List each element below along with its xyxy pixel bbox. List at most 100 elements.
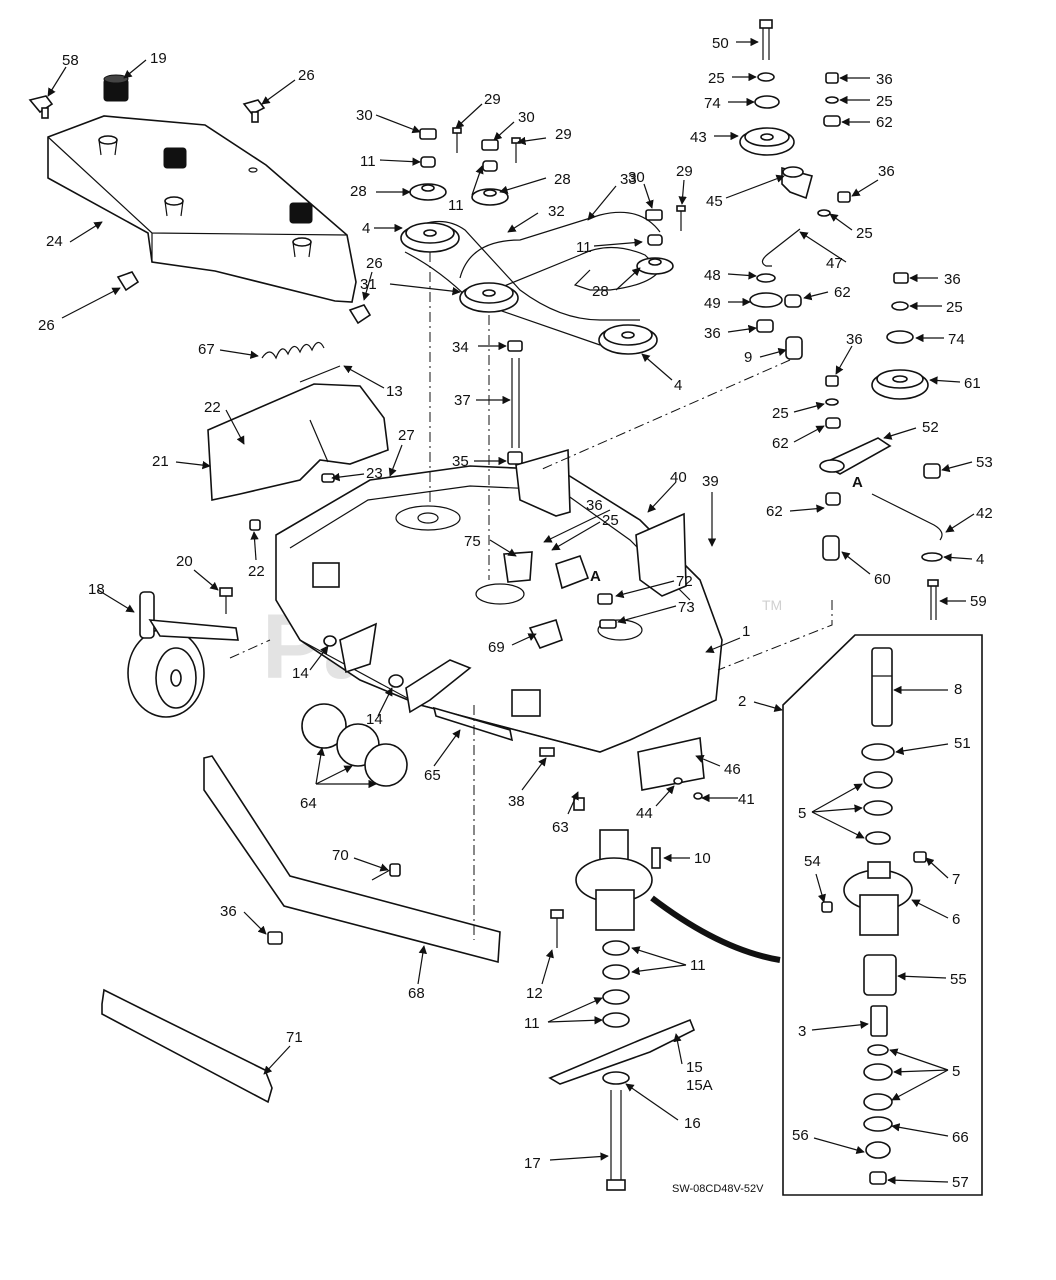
baffle-68[interactable] [203, 755, 501, 964]
callout-26[interactable]: 26 [38, 317, 55, 334]
callout-1[interactable]: 1 [742, 623, 750, 640]
callout-36[interactable]: 36 [944, 271, 961, 288]
rod-42[interactable] [871, 493, 943, 541]
axle-rod-65[interactable] [432, 706, 514, 742]
callout-36[interactable]: 36 [704, 325, 721, 342]
callout-27[interactable]: 27 [398, 427, 415, 444]
callout-55[interactable]: 55 [950, 971, 967, 988]
callout-57[interactable]: 57 [952, 1174, 969, 1191]
callout-38[interactable]: 38 [508, 793, 525, 810]
callout-2[interactable]: 2 [738, 693, 746, 710]
spindle-housing-6[interactable] [843, 861, 913, 936]
idler-bracket[interactable] [409, 183, 674, 275]
callout-25[interactable]: 25 [708, 70, 725, 87]
callout-7[interactable]: 7 [952, 871, 960, 888]
wing-knob[interactable] [28, 95, 54, 119]
pulley[interactable] [459, 282, 519, 313]
callout-37[interactable]: 37 [454, 392, 471, 409]
callout-5[interactable]: 5 [952, 1063, 960, 1080]
callout-54[interactable]: 54 [804, 853, 821, 870]
caster-wheel-18[interactable] [127, 591, 239, 718]
callout-36[interactable]: 36 [220, 903, 237, 920]
callout-44[interactable]: 44 [636, 805, 653, 822]
callout-36[interactable]: 36 [846, 331, 863, 348]
callout-33[interactable]: 33 [620, 171, 637, 188]
nut-washer-stack[interactable] [419, 128, 663, 246]
bolt-12[interactable] [550, 909, 564, 948]
callout-25[interactable]: 25 [876, 93, 893, 110]
callout-14[interactable]: 14 [366, 711, 383, 728]
callout-11[interactable]: 11 [690, 957, 706, 974]
pulley-61[interactable] [871, 369, 929, 400]
wing-knob[interactable] [116, 271, 140, 292]
callout-64[interactable]: 64 [300, 795, 317, 812]
callout-30[interactable]: 30 [628, 169, 645, 186]
bracket-75[interactable] [503, 551, 533, 583]
callout-75[interactable]: 75 [464, 533, 481, 550]
spacer-55[interactable] [863, 954, 897, 996]
bolt-70[interactable] [371, 863, 401, 881]
spindle-stud-60[interactable] [822, 535, 840, 561]
bolt-17[interactable] [606, 1090, 626, 1191]
callout-42[interactable]: 42 [976, 505, 993, 522]
lift-link[interactable] [339, 622, 472, 714]
callout-6[interactable]: 6 [952, 911, 960, 928]
callout-39[interactable]: 39 [702, 473, 719, 490]
callout-40[interactable]: 40 [670, 469, 687, 486]
callout-47[interactable]: 47 [826, 255, 843, 272]
wing-knob[interactable] [348, 304, 372, 325]
baffle-71[interactable] [101, 988, 273, 1104]
callout-11[interactable]: 11 [524, 1015, 540, 1032]
anti-scalp-roller[interactable] [301, 703, 408, 787]
callout-22[interactable]: 22 [204, 399, 221, 416]
clip-A[interactable] [555, 554, 590, 590]
callout-25[interactable]: 25 [602, 512, 619, 529]
callout-35[interactable]: 35 [452, 453, 469, 470]
callout-32[interactable]: 32 [548, 203, 565, 220]
callout-4[interactable]: 4 [976, 551, 984, 568]
callout-36[interactable]: 36 [878, 163, 895, 180]
callout-28[interactable]: 28 [554, 171, 571, 188]
mount-bracket[interactable] [515, 448, 687, 597]
arm-52[interactable] [819, 437, 892, 475]
callout-59[interactable]: 59 [970, 593, 987, 610]
callout-73[interactable]: 73 [678, 599, 695, 616]
callout-41[interactable]: 41 [738, 791, 755, 808]
mower-deck-1[interactable] [275, 465, 723, 753]
spindle-housing[interactable] [575, 829, 653, 931]
wing-knob[interactable] [242, 99, 266, 123]
callout-13[interactable]: 13 [386, 383, 403, 400]
callout-20[interactable]: 20 [176, 553, 193, 570]
callout-30[interactable]: 30 [518, 109, 535, 126]
callout-31[interactable]: 31 [360, 276, 377, 293]
deck-cover[interactable] [47, 74, 357, 303]
callout-25[interactable]: 25 [856, 225, 873, 242]
callout-65[interactable]: 65 [424, 767, 441, 784]
callout-9[interactable]: 9 [744, 349, 752, 366]
callout-36[interactable]: 36 [586, 497, 603, 514]
callout-4[interactable]: 4 [674, 377, 682, 394]
callout-52[interactable]: 52 [922, 419, 939, 436]
callout-43[interactable]: 43 [690, 129, 707, 146]
bolt-20[interactable] [219, 587, 233, 614]
callout-28[interactable]: 28 [592, 283, 609, 300]
callout-12[interactable]: 12 [526, 985, 543, 1002]
pulley[interactable] [400, 222, 460, 253]
callout-11[interactable]: 11 [576, 239, 592, 256]
callout-62[interactable]: 62 [834, 284, 851, 301]
callout-29[interactable]: 29 [555, 126, 572, 143]
stud[interactable] [507, 340, 523, 465]
callout-72[interactable]: 72 [676, 573, 693, 590]
callout-28[interactable]: 28 [350, 183, 367, 200]
pulley[interactable] [598, 324, 658, 355]
callout-17[interactable]: 17 [524, 1155, 541, 1172]
callout-67[interactable]: 67 [198, 341, 215, 358]
bolt-50[interactable] [759, 19, 773, 60]
callout-11[interactable]: 11 [360, 153, 376, 170]
callout-26[interactable]: 26 [366, 255, 383, 272]
callout-10[interactable]: 10 [694, 850, 711, 867]
callout-29[interactable]: 29 [676, 163, 693, 180]
callout-50[interactable]: 50 [712, 35, 729, 52]
spring-rod-47[interactable] [761, 228, 801, 267]
callout-60[interactable]: 60 [874, 571, 891, 588]
